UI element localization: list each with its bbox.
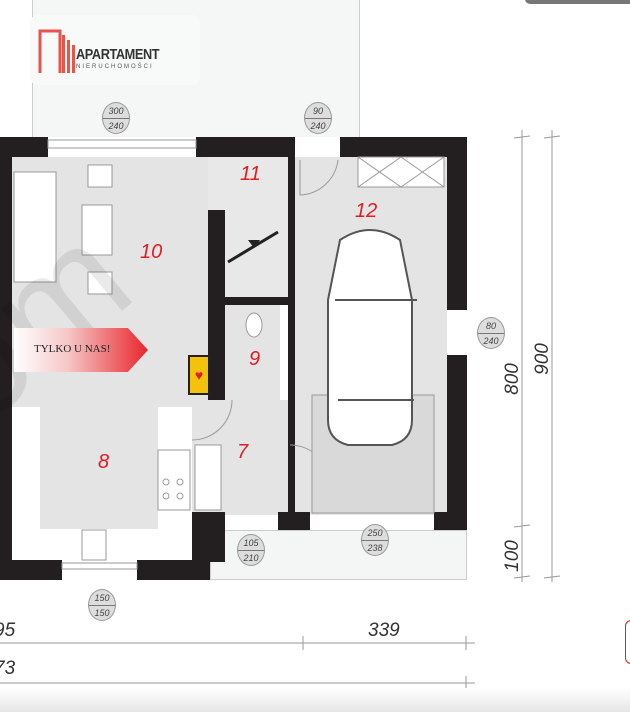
car-icon (327, 229, 417, 446)
badge-label: TYLKO U NAS! (34, 343, 111, 355)
svg-text:om: om (0, 192, 160, 455)
wall (0, 560, 62, 580)
wardrobe-icon (357, 156, 445, 188)
wall (434, 512, 467, 530)
top-right-bar (525, 0, 630, 4)
wall (208, 210, 225, 400)
room-label-7: 7 (237, 441, 249, 463)
wall (196, 137, 295, 157)
sink-icon (81, 529, 107, 561)
wall (192, 512, 225, 562)
fireplace-icon: ♥ (188, 355, 210, 395)
wall (447, 355, 467, 530)
wall (288, 157, 295, 517)
window (61, 562, 138, 570)
wall (278, 512, 310, 530)
toilet-icon (245, 312, 263, 338)
sofa-icon (13, 171, 57, 283)
room-label-10: 10 (140, 241, 163, 263)
bottom-bar (0, 688, 630, 712)
logo-icon (38, 29, 75, 73)
wall (0, 137, 12, 580)
wall (137, 560, 210, 580)
cabinet-icon (194, 444, 222, 511)
dim-100: 100 (501, 540, 523, 572)
room-8-floor (40, 407, 158, 529)
window (47, 139, 197, 149)
chair-icon (87, 271, 113, 295)
table-icon (81, 204, 113, 256)
logo: APARTAMENT NIERUCHOMOŚCI (30, 15, 200, 85)
wall (225, 297, 288, 305)
wall (0, 137, 48, 157)
dim-73: 73 (0, 658, 16, 679)
dimension-lines (0, 130, 561, 690)
room-label-11: 11 (240, 163, 261, 185)
dim-95: 95 (0, 620, 16, 641)
wall (340, 137, 467, 157)
chair-icon (87, 164, 113, 188)
wall (447, 137, 467, 310)
dim-339: 339 (368, 620, 400, 641)
stove-icon (157, 449, 191, 511)
room-label-12: 12 (355, 200, 378, 222)
room-label-8: 8 (98, 451, 110, 473)
dim-800: 800 (501, 363, 523, 395)
exclusive-badge[interactable]: TYLKO U NAS! (14, 328, 148, 372)
logo-subtitle: NIERUCHOMOŚCI (76, 64, 154, 70)
stair-arrow (227, 230, 279, 264)
logo-name: APARTAMENT (76, 46, 160, 63)
side-button[interactable] (625, 620, 630, 664)
dim-900: 900 (531, 343, 553, 375)
room-label-9: 9 (249, 348, 261, 370)
